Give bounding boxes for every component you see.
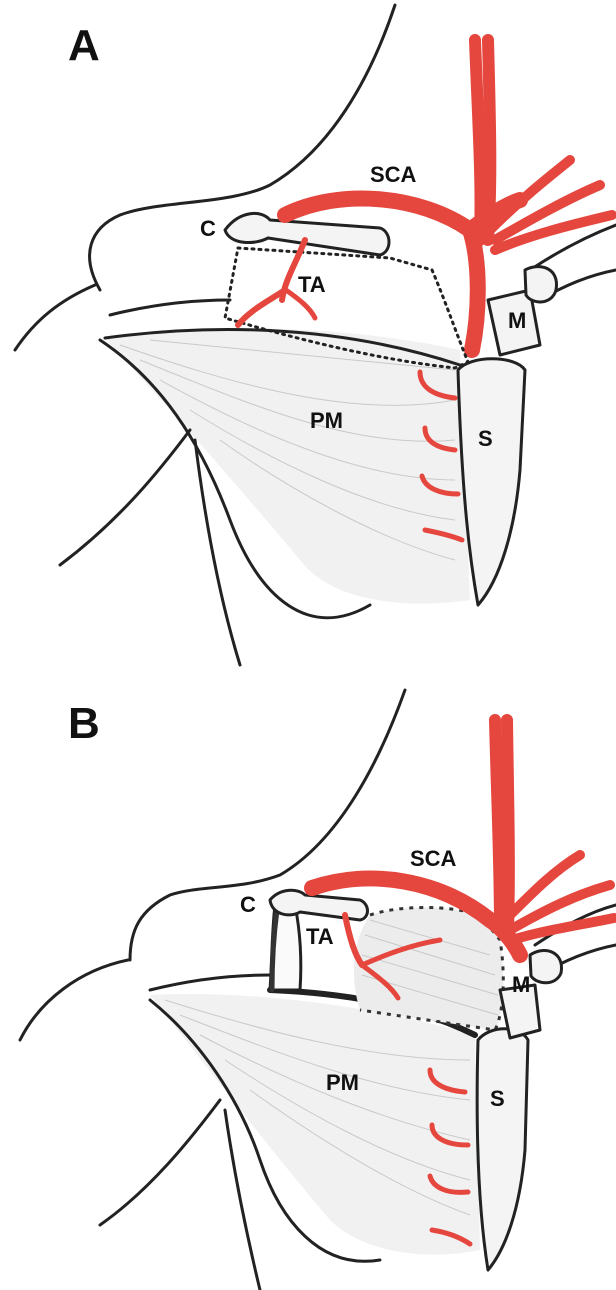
- panel-a-letter: A: [68, 21, 100, 70]
- panel-a: A: [15, 5, 616, 665]
- panel-b-label-ta: TA: [306, 924, 334, 949]
- panel-b-deltoid-line: [150, 975, 270, 990]
- panel-b-sternoclavicular-joint: [530, 951, 562, 983]
- panel-a-label-sca: SCA: [370, 162, 417, 187]
- panel-b-label-m: M: [512, 972, 530, 997]
- panel-a-pectoralis-major: [105, 328, 470, 603]
- panel-a-label-ta: TA: [298, 272, 326, 297]
- panel-a-axilla-line: [60, 430, 190, 565]
- panel-a-sternoclavicular-joint: [525, 267, 557, 302]
- panel-b: B: [20, 690, 616, 1290]
- panel-b-pectoralis-minor: [354, 908, 503, 1031]
- panel-a-label-s: S: [478, 426, 493, 451]
- panel-b-axilla-line: [100, 1100, 220, 1225]
- panel-b-letter: B: [68, 699, 100, 748]
- panel-a-subclavian-artery: [285, 40, 612, 350]
- panel-b-label-pm: PM: [326, 1070, 359, 1095]
- panel-b-arm-line: [225, 1110, 260, 1290]
- panel-a-clavicle: [225, 213, 389, 255]
- panel-b-label-sca: SCA: [410, 846, 457, 871]
- panel-a-label-c: C: [200, 216, 216, 241]
- panel-a-shoulder-outline: [15, 285, 95, 350]
- panel-a-label-m: M: [508, 308, 526, 333]
- panel-a-label-pm: PM: [310, 408, 343, 433]
- panel-b-shoulder-outline: [20, 960, 128, 1040]
- panel-b-label-c: C: [240, 892, 256, 917]
- panel-b-clavicle: [270, 890, 368, 920]
- panel-a-deltoid-line: [110, 300, 230, 315]
- panel-b-sternum: [477, 1029, 528, 1270]
- panel-b-label-s: S: [490, 1086, 505, 1111]
